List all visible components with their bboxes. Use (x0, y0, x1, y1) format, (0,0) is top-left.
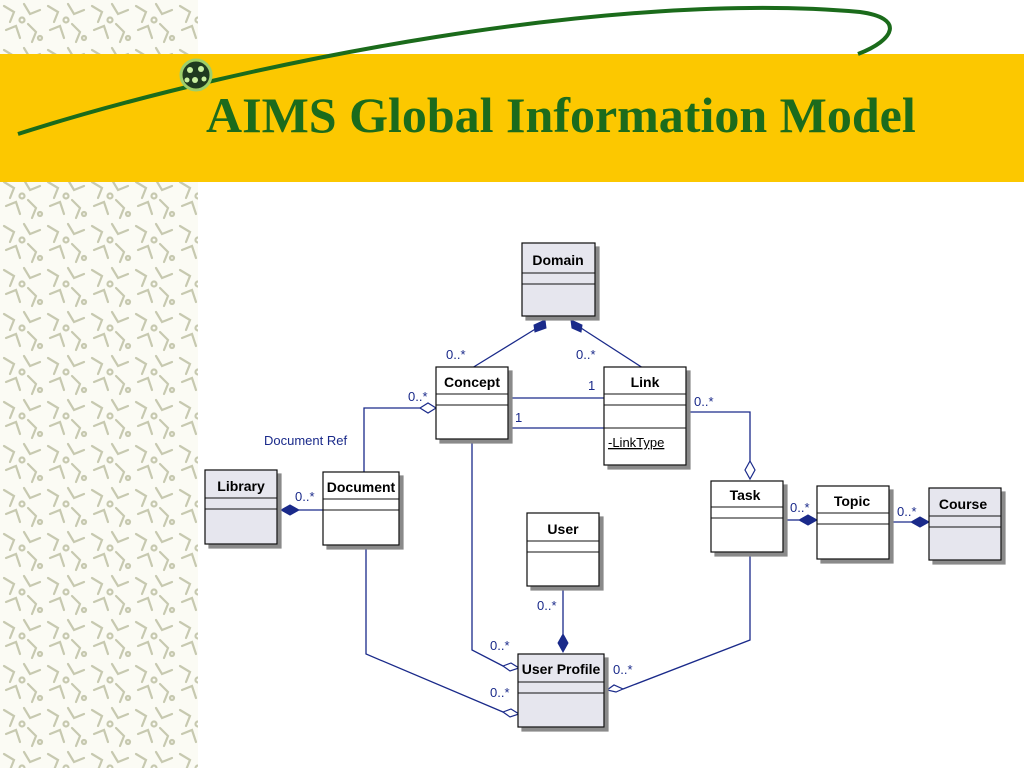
class-link: Link -LinkType (603, 366, 687, 466)
concept-profile-diamond (501, 662, 521, 672)
library-document-diamond (279, 504, 301, 516)
library-document-multiplicity: 0..* (295, 489, 315, 504)
task-profile-multiplicity: 0..* (613, 662, 633, 677)
class-link-name: Link (631, 374, 660, 390)
class-user-profile: User Profile (517, 653, 605, 728)
user-profile-diamond (557, 632, 569, 654)
concept-profile-multiplicity: 0..* (490, 638, 510, 653)
link-task-diamond (744, 459, 756, 481)
class-concept-name: Concept (444, 374, 500, 390)
link-domain-line (580, 327, 644, 369)
concept-domain-diamond (533, 319, 547, 333)
class-library: Library (204, 469, 278, 545)
class-document-name: Document (327, 479, 396, 495)
class-topic: Topic (816, 485, 890, 560)
class-topic-name: Topic (834, 493, 871, 509)
document-ref-role: Document Ref (264, 433, 347, 448)
document-concept-line (363, 407, 420, 472)
task-topic-diamond (797, 514, 819, 526)
link-concept-multiplicity-bottom: 1 (515, 410, 522, 425)
link-domain-diamond (570, 319, 583, 333)
concept-document-multiplicity: 0..* (408, 389, 428, 404)
task-profile-diamond (605, 684, 625, 693)
task-topic-multiplicity: 0..* (790, 500, 810, 515)
link-task-multiplicity: 0..* (694, 394, 714, 409)
class-domain-name: Domain (532, 252, 583, 268)
document-profile-diamond (501, 708, 521, 718)
concept-domain-line (471, 327, 538, 369)
class-document: Document (322, 471, 400, 546)
document-profile-multiplicity: 0..* (490, 685, 510, 700)
concept-document-diamond (418, 402, 438, 414)
title-band (0, 54, 1024, 182)
link-task-line (686, 411, 751, 461)
class-task-name: Task (730, 487, 761, 503)
link-concept-multiplicity-top: 1 (588, 378, 595, 393)
class-task: Task (710, 480, 784, 553)
concept-domain-multiplicity: 0..* (446, 347, 466, 362)
class-library-name: Library (217, 478, 265, 494)
class-course-name: Course (939, 496, 987, 512)
concept-profile-line (471, 440, 504, 667)
class-user-name: User (547, 521, 579, 537)
link-domain-multiplicity: 0..* (576, 347, 596, 362)
topic-course-multiplicity: 0..* (897, 504, 917, 519)
class-domain: Domain (521, 242, 596, 317)
class-user: User (526, 512, 600, 587)
document-profile-line (365, 546, 504, 713)
class-concept: Concept (435, 366, 509, 440)
globe-bullet-icon (179, 58, 213, 92)
link-type-attribute: -LinkType (608, 435, 664, 450)
task-profile-line (622, 552, 751, 690)
class-course: Course (928, 487, 1002, 561)
user-profile-multiplicity: 0..* (537, 598, 557, 613)
slide-title: AIMS Global Information Model (206, 87, 916, 143)
class-user-profile-name: User Profile (522, 661, 601, 677)
